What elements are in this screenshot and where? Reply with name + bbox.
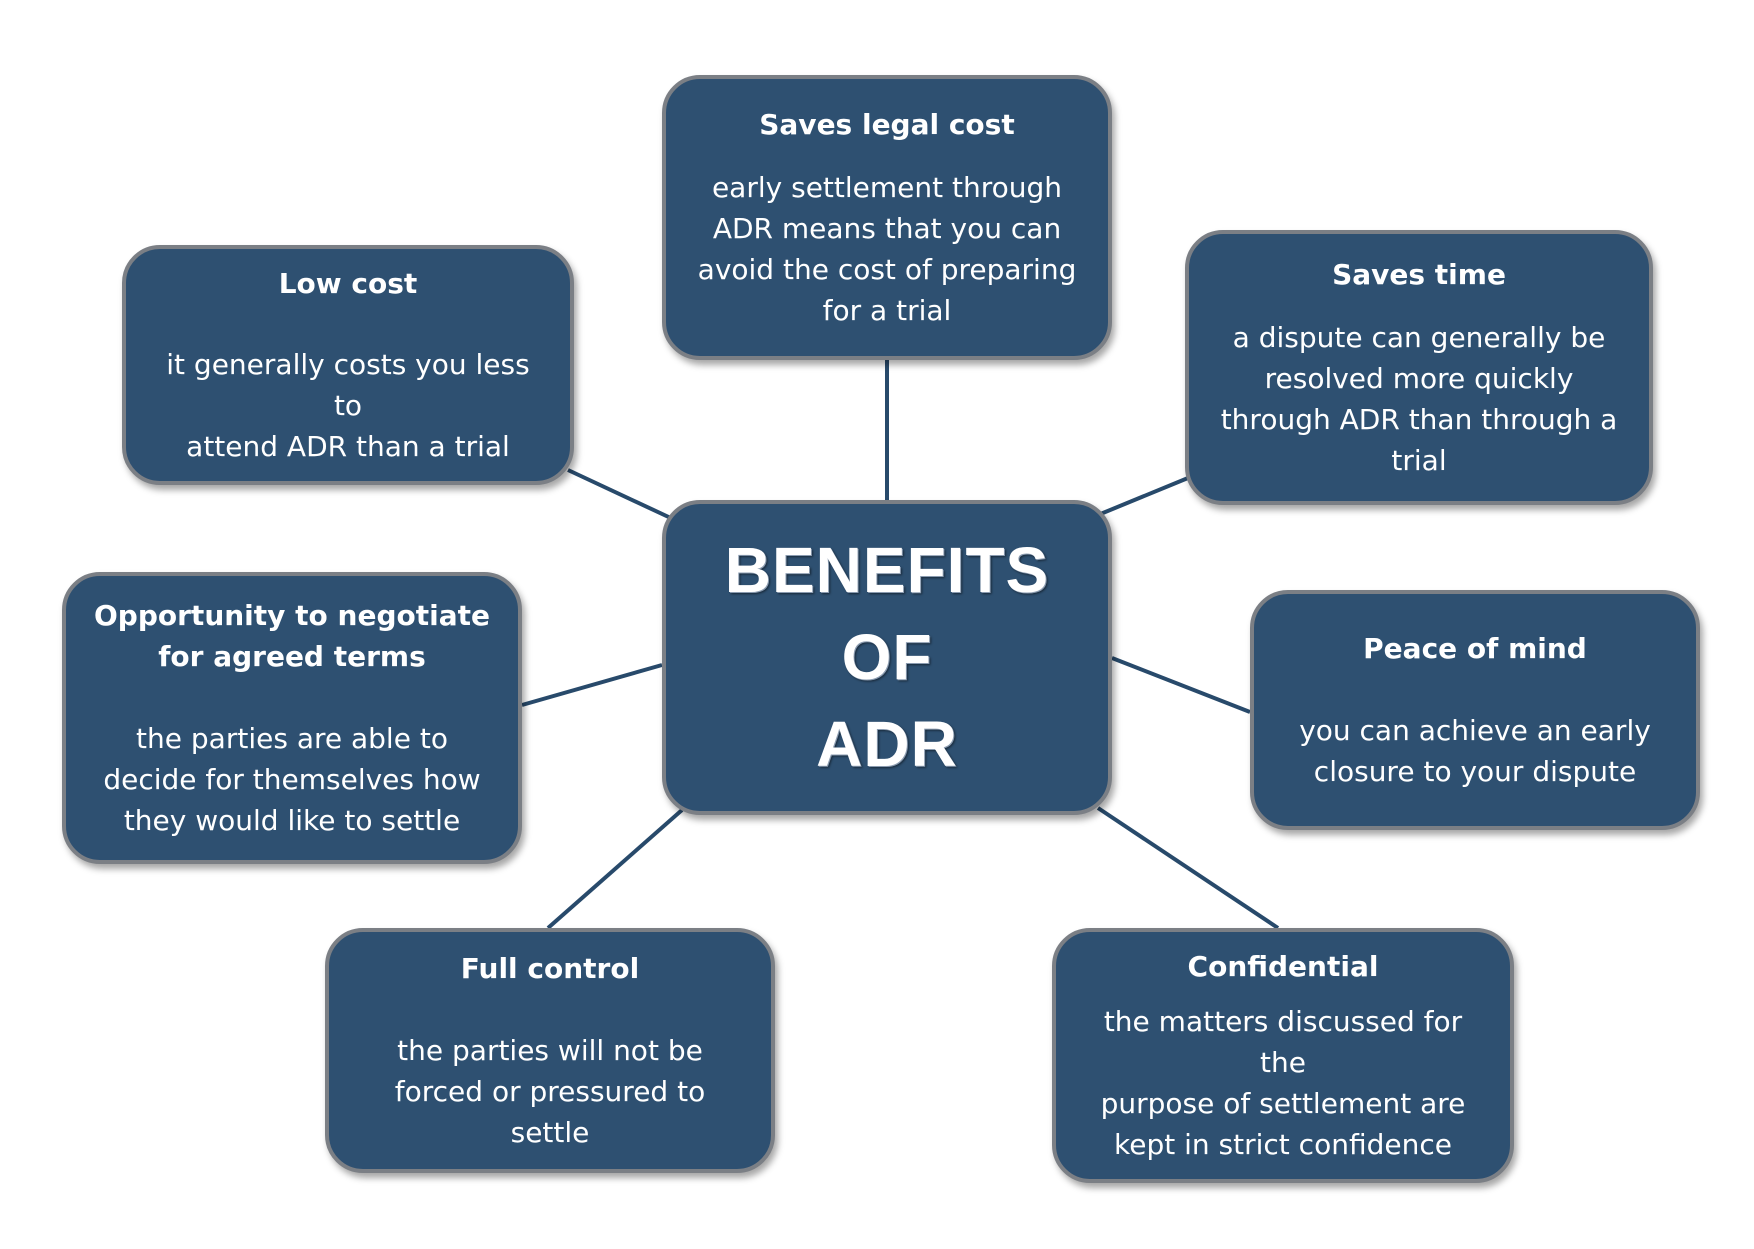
node-desc-line: purpose of settlement are <box>1100 1087 1466 1120</box>
node-title: Saves legal cost <box>759 108 1015 141</box>
node-desc-line: attend ADR than a trial <box>186 430 510 463</box>
node-desc-line: for a trial <box>822 294 952 327</box>
connector-saves-time <box>1097 476 1189 517</box>
node-desc-line: they would like to settle <box>123 804 461 837</box>
node-desc-line: the matters discussed for the <box>1103 1005 1463 1079</box>
node-title: Full control <box>460 952 640 985</box>
node-desc-line: the parties are able to <box>136 722 448 755</box>
node-desc-line: it generally costs you less to <box>166 348 530 422</box>
node-title-line: Opportunity to negotiate <box>94 599 490 632</box>
connector-negotiate <box>521 663 663 707</box>
connector-confidential <box>1096 806 1280 930</box>
node-title: Confidential <box>1187 950 1379 983</box>
connector-low-cost <box>567 468 676 522</box>
node-title: Peace of mind <box>1363 632 1587 665</box>
node-full-control: Full control the parties will not be for… <box>325 928 775 1173</box>
node-desc-line: avoid the cost of preparing <box>697 253 1077 286</box>
node-desc-line: early settlement through <box>711 171 1063 204</box>
node-desc-line: you can achieve an early <box>1299 714 1651 747</box>
node-saves-legal-cost: Saves legal cost early settlement throug… <box>662 75 1112 360</box>
node-confidential: Confidential the matters discussed for t… <box>1052 928 1514 1183</box>
connector-full-control <box>546 808 684 930</box>
node-desc-line: closure to your dispute <box>1313 755 1637 788</box>
node-opportunity-to-negotiate: Opportunity to negotiate for agreed term… <box>62 572 522 864</box>
node-desc-line: resolved more quickly <box>1264 362 1574 395</box>
center-title-line-3: ADR <box>816 708 958 780</box>
node-desc-line: trial <box>1391 444 1447 477</box>
connector-peace-of-mind <box>1111 656 1251 714</box>
node-title: Saves time <box>1332 258 1506 291</box>
node-title-line: for agreed terms <box>158 640 426 673</box>
node-desc-line: ADR means that you can <box>712 212 1062 245</box>
center-title-line-1: BENEFITS <box>724 534 1050 606</box>
center-title-line-2: OF <box>841 621 933 693</box>
node-title: Low cost <box>278 267 418 300</box>
node-desc-line: a dispute can generally be <box>1232 321 1606 354</box>
node-desc-line: forced or pressured to settle <box>394 1075 706 1149</box>
center-node-benefits-of-adr: BENEFITS OF ADR <box>662 500 1112 815</box>
node-desc-line: kept in strict confidence <box>1114 1128 1452 1161</box>
node-desc-line: decide for themselves how <box>103 763 481 796</box>
node-peace-of-mind: Peace of mind you can achieve an early c… <box>1250 590 1700 830</box>
node-desc-line: the parties will not be <box>397 1034 703 1067</box>
node-desc-line: through ADR than through a <box>1220 403 1618 436</box>
node-saves-time: Saves time a dispute can generally be re… <box>1185 230 1653 505</box>
node-low-cost: Low cost it generally costs you less to … <box>122 245 574 485</box>
